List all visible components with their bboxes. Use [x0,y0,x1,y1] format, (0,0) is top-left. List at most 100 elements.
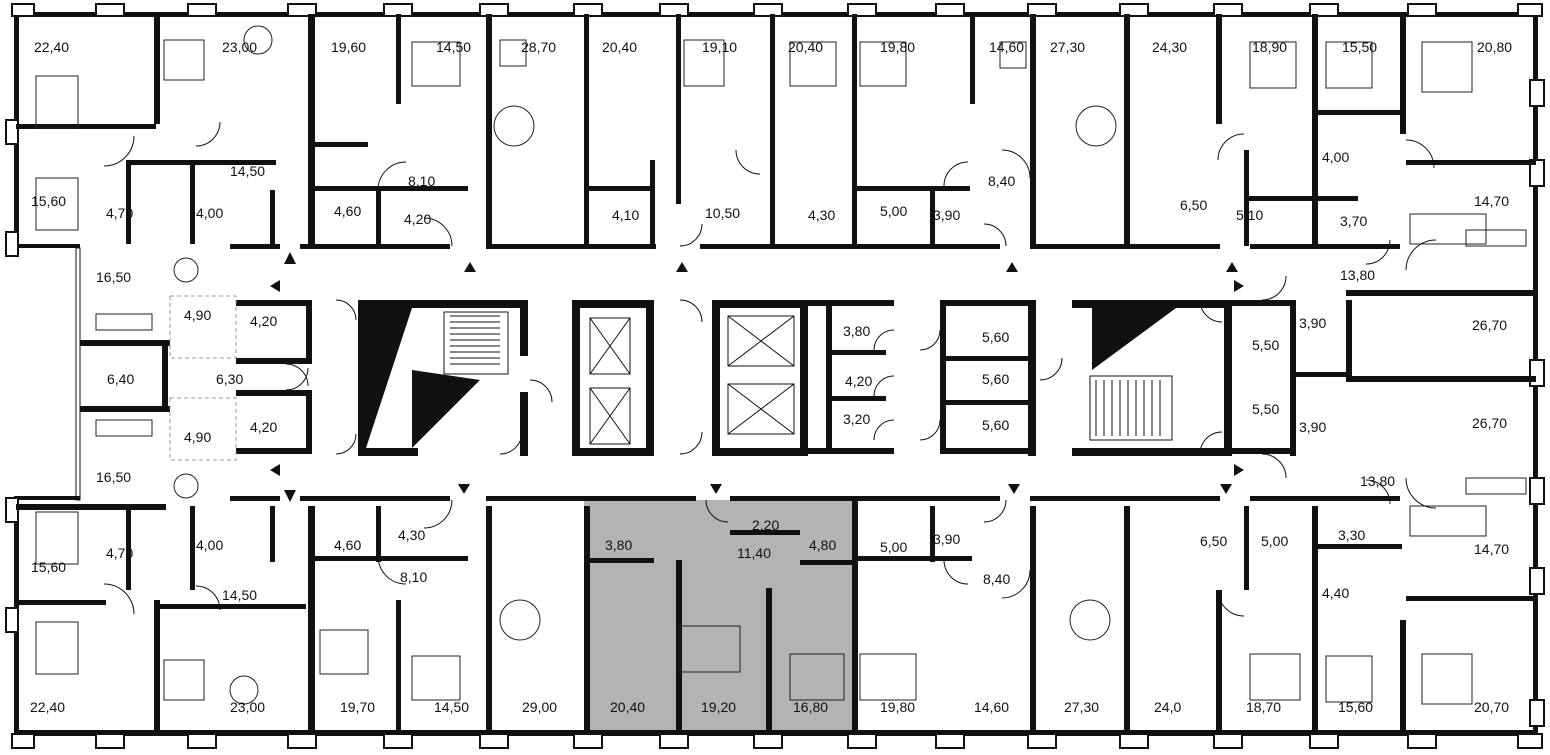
left-core [80,295,312,461]
partitions-bottom [16,500,1536,732]
room-area: 14,70 [1474,541,1509,557]
room-area: 20,40 [610,699,645,715]
room-area: 3,80 [605,537,632,553]
room-area: 4,00 [196,205,223,221]
room-area: 4,30 [808,207,835,223]
room-area: 19,60 [331,39,366,55]
room-area: 4,60 [334,537,361,553]
room-area: 4,70 [106,545,133,561]
room-area: 4,20 [250,419,277,435]
room-area: 10,50 [705,205,740,221]
room-area: 5,00 [880,203,907,219]
room-area: 3,90 [1299,419,1326,435]
room-area: 8,10 [408,173,435,189]
room-area: 8,10 [400,569,427,585]
room-area: 15,60 [31,559,66,575]
room-area: 26,70 [1472,317,1507,333]
room-area: 14,70 [1474,193,1509,209]
room-area: 24,0 [1154,699,1181,715]
room-area: 22,40 [34,39,69,55]
room-area: 14,50 [230,163,265,179]
room-area: 14,50 [434,699,469,715]
room-area: 16,50 [96,269,131,285]
room-area: 14,60 [989,39,1024,55]
core [358,290,1536,456]
room-area: 14,50 [222,587,257,603]
room-area: 5,60 [982,329,1009,345]
room-area: 15,60 [31,193,66,209]
highlighted-apartment[interactable] [584,500,856,730]
room-area: 5,50 [1252,401,1279,417]
room-area: 19,80 [880,699,915,715]
labels-core: 16,50 4,90 4,20 6,40 6,30 4,90 4,20 16,5… [96,267,1507,489]
room-area: 6,50 [1180,197,1207,213]
room-area: 4,80 [809,537,836,553]
room-area: 19,70 [340,699,375,715]
room-area: 24,30 [1152,39,1187,55]
room-area: 4,30 [398,527,425,543]
room-area: 4,90 [184,307,211,323]
room-area: 3,70 [1340,213,1367,229]
room-area: 6,30 [216,371,243,387]
room-area: 4,60 [334,203,361,219]
room-area: 18,90 [1252,39,1287,55]
labels-top: 22,40 23,00 19,60 14,50 28,70 20,40 19,1… [34,39,1512,55]
room-area: 5,00 [1261,533,1288,549]
room-area: 5,10 [1236,207,1263,223]
room-area: 18,70 [1246,699,1281,715]
labels-bottom-inner: 14,50 8,10 8,40 [222,569,1010,603]
partitions-top [16,14,1536,246]
room-area: 20,80 [1477,39,1512,55]
corridor-walls [230,244,1400,501]
room-area: 3,30 [1338,527,1365,543]
room-area: 29,00 [522,699,557,715]
room-area: 27,30 [1064,699,1099,715]
room-area: 8,40 [983,571,1010,587]
facade-columns [5,3,1545,749]
room-area: 14,50 [436,39,471,55]
room-area: 20,70 [1474,699,1509,715]
room-area: 3,80 [843,323,870,339]
room-area: 13,80 [1340,267,1375,283]
room-area: 4,20 [250,313,277,329]
room-area: 19,10 [702,39,737,55]
labels-top-inner: 14,50 8,10 10,50 8,40 6,50 14,70 [230,163,1509,221]
room-area: 11,40 [737,545,771,561]
room-area: 20,40 [602,39,637,55]
room-area: 4,00 [1322,149,1349,165]
labels-bottom: 22,40 23,00 19,70 14,50 29,00 20,40 19,2… [30,699,1509,715]
room-area: 8,40 [988,173,1015,189]
labels-bottom-bath: 15,60 4,70 4,00 4,60 4,30 3,80 2,20 4,80… [31,517,1509,601]
room-area: 3,90 [933,207,960,223]
room-area: 4,90 [184,429,211,445]
room-area: 3,90 [1299,315,1326,331]
room-area: 2,20 [752,517,779,533]
labels-top-bath: 15,60 4,70 4,00 4,60 4,20 4,10 4,30 5,00… [31,149,1367,229]
room-area: 5,60 [982,417,1009,433]
room-area: 4,70 [106,205,133,221]
room-area: 5,60 [982,371,1009,387]
room-area: 16,80 [793,699,828,715]
room-area: 20,40 [788,39,823,55]
room-area: 23,00 [222,39,257,55]
room-area: 19,80 [880,39,915,55]
room-area: 22,40 [30,699,65,715]
room-area: 5,50 [1252,337,1279,353]
room-area: 5,00 [880,539,907,555]
room-area: 15,50 [1342,39,1377,55]
room-area: 23,00 [230,699,265,715]
corridor-arrows [270,252,1244,502]
room-area: 28,70 [521,39,556,55]
room-area: 3,20 [843,411,870,427]
room-area: 3,90 [933,531,960,547]
room-area: 4,20 [404,211,431,227]
room-area: 4,10 [612,207,639,223]
room-area: 19,20 [701,699,736,715]
room-area: 4,40 [1322,585,1349,601]
room-area: 16,50 [96,469,131,485]
room-area: 27,30 [1050,39,1085,55]
furniture [35,25,1527,705]
room-area: 14,60 [974,699,1009,715]
room-area: 13,80 [1360,473,1395,489]
